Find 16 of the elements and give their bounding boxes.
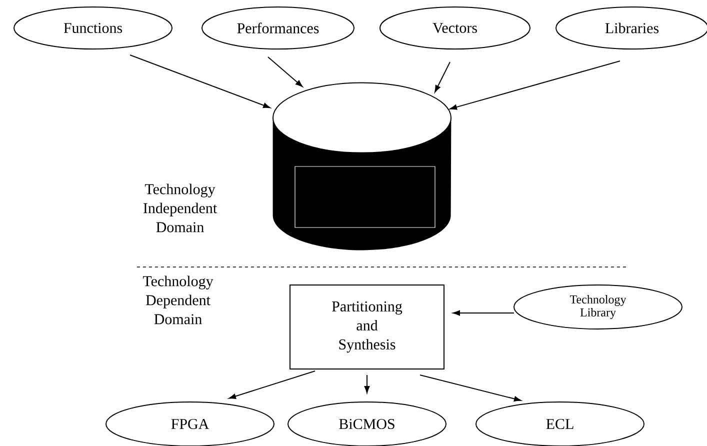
arrow (364, 374, 370, 394)
ellipse-node: Technology Library (514, 284, 682, 330)
domain-label: Technology Independent Domain (144, 184, 217, 232)
arrow (420, 374, 522, 402)
domain-label: Technology Dependent Domain (142, 276, 214, 324)
arrow (268, 56, 303, 87)
arrow (434, 62, 450, 92)
ellipse-node: Performances (202, 6, 354, 50)
ellipse-node: Vectors (380, 6, 530, 50)
arrow (130, 54, 270, 108)
arrow (228, 370, 316, 399)
arrow (452, 310, 514, 316)
process-box: Partitioning and Synthesis (290, 284, 444, 370)
arrow (450, 60, 620, 110)
database-cylinder (272, 82, 452, 250)
ellipse-node: Functions (14, 6, 172, 50)
